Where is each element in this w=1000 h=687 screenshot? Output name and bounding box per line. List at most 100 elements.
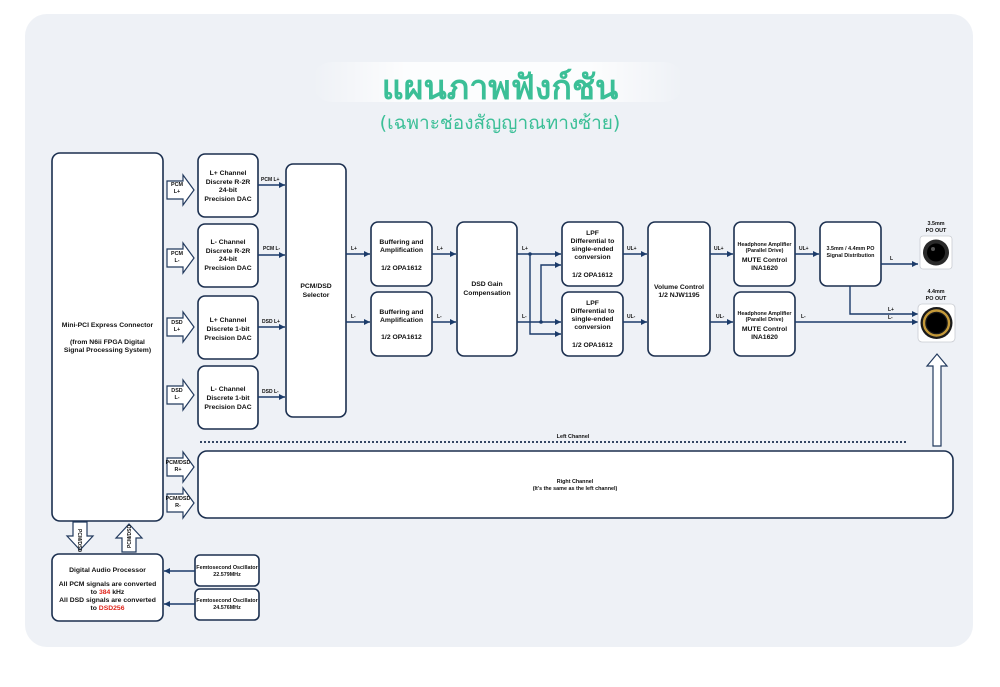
svg-text:conversion: conversion: [574, 254, 610, 261]
svg-text:Headphone Amplifier: Headphone Amplifier: [737, 242, 792, 248]
svg-text:Differential to: Differential to: [571, 238, 615, 245]
svg-text:Discrete 1-bit: Discrete 1-bit: [206, 326, 250, 333]
svg-text:Precision DAC: Precision DAC: [204, 404, 251, 411]
svg-text:DSD Gain: DSD Gain: [471, 281, 502, 288]
lpf-input-crossover-lines: L+ L-: [517, 246, 561, 337]
oscillator-lines: [164, 568, 195, 607]
svg-text:Femtosecond Oscillator: Femtosecond Oscillator: [196, 565, 258, 571]
svg-text:22.579MHz: 22.579MHz: [213, 572, 241, 578]
left-channel-divider: Left Channel: [200, 434, 906, 443]
lpf-block-upper: LPF Differential to single-ended convers…: [561, 221, 624, 287]
svg-text:INA1620: INA1620: [751, 334, 778, 341]
svg-text:Precision DAC: Precision DAC: [204, 196, 251, 203]
svg-text:Selector: Selector: [303, 292, 330, 299]
svg-text:Discrete 1-bit: Discrete 1-bit: [206, 395, 250, 402]
svg-text:L-: L-: [351, 314, 356, 320]
mini-pci-label: Mini-PCI Express Connector: [62, 322, 154, 329]
input-label: DSD: [171, 320, 182, 326]
bus-arrow-up: [114, 523, 144, 553]
svg-text:Precision DAC: Precision DAC: [204, 335, 251, 342]
svg-text:UL-: UL-: [627, 314, 636, 320]
input-label: PCM: [171, 251, 183, 257]
input-label: DSD: [171, 388, 182, 394]
svg-text:All PCM signals are converted: All PCM signals are converted: [59, 581, 156, 588]
oscillator-block-22m: Femtosecond Oscillator 22.579MHz: [194, 554, 260, 587]
svg-text:3.5mm / 4.4mm PO: 3.5mm / 4.4mm PO: [827, 246, 875, 252]
svg-text:Signal Distribution: Signal Distribution: [827, 253, 875, 259]
jack-4-4mm: 4.4mm PO OUT: [917, 289, 956, 343]
input-label: L-: [174, 258, 179, 264]
svg-text:(It's the same as the left cha: (It's the same as the left channel): [533, 486, 618, 492]
svg-text:INA1620: INA1620: [751, 265, 778, 272]
svg-text:Discrete R-2R: Discrete R-2R: [206, 179, 251, 186]
distribution-output-lines: L L+ L-: [849, 256, 918, 321]
buffer-block-upper: Buffering and Amplification 1/2 OPA1612: [370, 221, 433, 287]
volume-control-block: Volume Control 1/2 NJW1195: [647, 221, 711, 357]
svg-text:L+: L+: [522, 246, 528, 252]
svg-text:Right Channel: Right Channel: [557, 479, 594, 485]
bus-arrows: PCM/DSD PCM/DSD: [65, 521, 144, 553]
svg-text:Femtosecond Oscillator: Femtosecond Oscillator: [196, 598, 258, 604]
svg-text:single-ended: single-ended: [572, 316, 614, 323]
svg-text:PCM/DSD: PCM/DSD: [300, 283, 331, 290]
volume-output-lines: UL+ UL-: [710, 246, 733, 325]
jack-3-5mm: 3.5mm PO OUT: [919, 221, 953, 270]
svg-text:MUTE Control: MUTE Control: [742, 257, 787, 264]
svg-text:L-: L-: [888, 315, 893, 321]
line-label: PCM L-: [263, 246, 281, 252]
input-label: PCM: [171, 182, 183, 188]
oscillator-block-24m: Femtosecond Oscillator 24.576MHz: [194, 588, 260, 621]
svg-text:24-bit: 24-bit: [219, 187, 238, 194]
svg-text:Amplification: Amplification: [380, 247, 423, 254]
svg-text:4.4mm: 4.4mm: [927, 289, 944, 295]
svg-text:single-ended: single-ended: [572, 246, 614, 253]
page-title: แผนภาพฟังก์ชัน: [381, 68, 619, 108]
svg-text:24.576MHz: 24.576MHz: [213, 605, 241, 611]
svg-text:L+: L+: [888, 307, 894, 313]
svg-text:PO OUT: PO OUT: [926, 296, 947, 302]
right-channel-up-arrow: [925, 353, 949, 447]
svg-text:MUTE Control: MUTE Control: [742, 326, 787, 333]
title-highlight: [312, 62, 684, 102]
svg-text:Amplification: Amplification: [380, 317, 423, 324]
svg-text:LPF: LPF: [586, 230, 599, 237]
svg-text:Discrete R-2R: Discrete R-2R: [206, 248, 251, 255]
svg-text:L-: L-: [437, 314, 442, 320]
svg-text:Volume Control: Volume Control: [654, 284, 704, 291]
buffer-block-lower: Buffering and Amplification 1/2 OPA1612: [370, 291, 433, 357]
svg-text:L: L: [890, 256, 893, 262]
line-label: DSD L+: [262, 319, 280, 325]
page-subtitle: (เฉพาะช่องสัญญาณทางซ้าย): [379, 112, 621, 134]
input-label: R-: [175, 503, 181, 509]
lpf-block-lower: LPF Differential to single-ended convers…: [561, 291, 624, 357]
dac-block-dsd-lminus: L- Channel Discrete 1-bit Precision DAC: [197, 365, 259, 430]
amp-output-lines: UL+ L-: [795, 246, 918, 325]
svg-text:L+ Channel: L+ Channel: [210, 317, 247, 324]
input-label: PCM/DSD: [166, 460, 191, 466]
svg-text:L-: L-: [801, 314, 806, 320]
input-label: L+: [174, 189, 180, 195]
svg-text:Headphone Amplifier: Headphone Amplifier: [737, 311, 792, 317]
svg-text:to 384 kHz: to 384 kHz: [91, 589, 125, 596]
svg-text:All DSD signals are converted: All DSD signals are converted: [59, 597, 156, 604]
svg-text:to DSD256: to DSD256: [90, 605, 124, 612]
input-arrow-rminus: [166, 486, 195, 520]
input-label: L+: [174, 327, 180, 333]
svg-text:UL-: UL-: [716, 314, 725, 320]
svg-text:L- Channel: L- Channel: [210, 386, 245, 393]
pcm-dsd-selector-block: PCM/DSD Selector: [285, 163, 347, 418]
dac-block-pcm-lplus: L+ Channel Discrete R-2R 24-bit Precisio…: [197, 153, 259, 218]
svg-text:1/2 OPA1612: 1/2 OPA1612: [381, 265, 422, 272]
svg-text:Left Channel: Left Channel: [557, 434, 590, 440]
svg-text:Precision DAC: Precision DAC: [204, 265, 251, 272]
mini-pci-sub2: Signal Processing System): [64, 347, 151, 354]
svg-text:PO OUT: PO OUT: [926, 228, 947, 234]
svg-text:1/2 OPA1612: 1/2 OPA1612: [572, 272, 613, 279]
bus-label-down: PCM/DSD: [76, 529, 82, 552]
svg-text:1/2 OPA1612: 1/2 OPA1612: [381, 334, 422, 341]
input-arrow-rplus: [166, 450, 195, 484]
input-arrow-pcm-lplus: [166, 173, 195, 207]
right-channel-block: Right Channel (It's the same as the left…: [197, 450, 954, 519]
svg-text:1/2 OPA1612: 1/2 OPA1612: [572, 342, 613, 349]
